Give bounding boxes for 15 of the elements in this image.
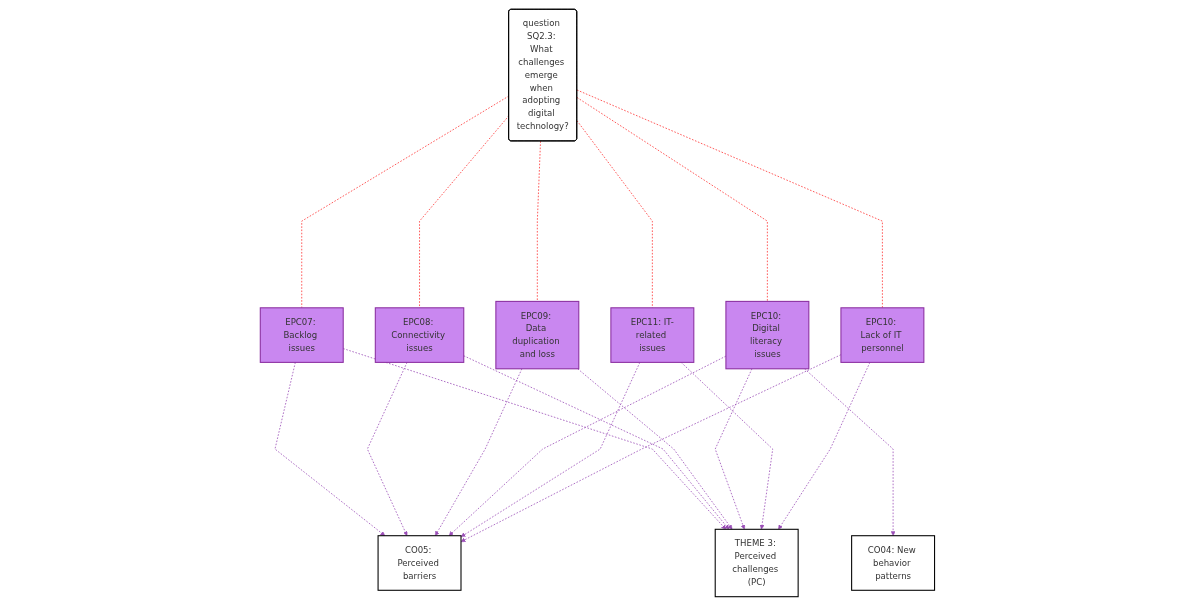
node-box: THEME 3: Perceived challenges (PC) — [714, 528, 799, 598]
connector — [537, 140, 541, 302]
node-box: EPC08: Connectivity issues — [374, 307, 465, 363]
node-box: EPC09: Data duplication and loss — [495, 300, 580, 370]
node-box: EPC10: Digital literacy issues — [725, 300, 810, 370]
node-box: EPC07: Backlog issues — [259, 307, 344, 363]
connector — [576, 120, 653, 309]
node-box: CO05: Perceived barriers — [377, 535, 462, 591]
connector — [576, 89, 883, 309]
node-box: EPC10: Lack of IT personnel — [840, 307, 925, 363]
node-box: CO04: New behavior patterns — [851, 535, 936, 591]
node-box: EPC11: IT-related issues — [610, 307, 695, 363]
connector — [419, 115, 510, 309]
connector — [301, 95, 510, 309]
connector — [576, 97, 768, 302]
